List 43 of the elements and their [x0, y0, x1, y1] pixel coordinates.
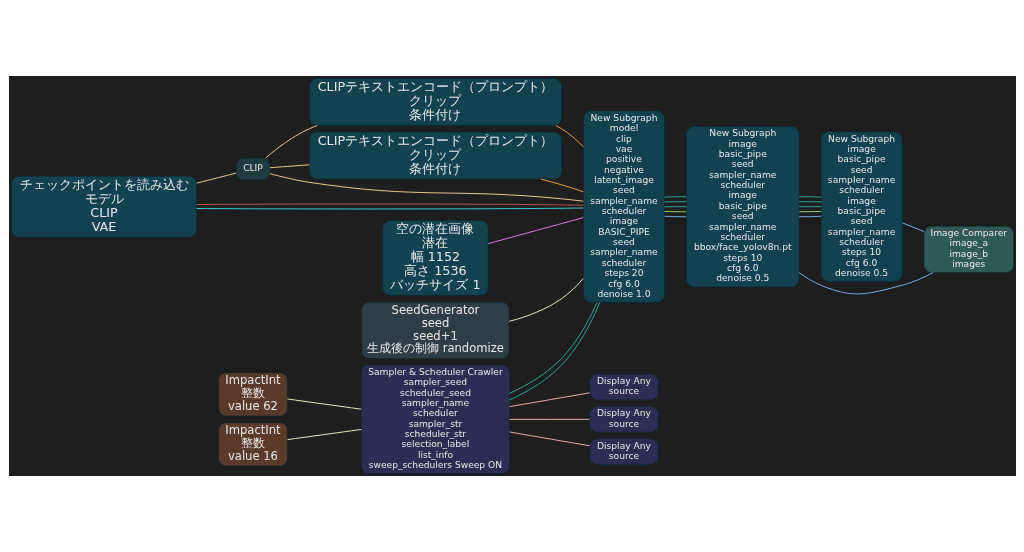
connector: [286, 428, 362, 441]
connector: [508, 392, 590, 408]
node-box: CLIP: [235, 157, 270, 181]
connector: [663, 201, 687, 203]
connector: [268, 164, 310, 169]
connector: [798, 211, 821, 213]
node-box: SeedGenerator seed seed+1 生成後の制御 randomize: [360, 302, 509, 359]
connector: [487, 217, 584, 245]
node-box: Sampler & Scheduler Crawler sampler_seed scheduler_seed sampler_name scheduler sampler_str scheduler_str selection_label list_info sweep_schedulers Sweep ON: [360, 364, 510, 474]
node-box: Display Any source: [589, 373, 658, 401]
connector: [539, 178, 584, 193]
connector: [286, 398, 362, 410]
connector: [798, 201, 821, 203]
connector: [901, 222, 924, 233]
node-box: New Subgraph image basic_pipe seed sampler_name scheduler image basic_pipe seed sampler_name scheduler steps 10 cfg 6.0 denoise 0.5: [820, 131, 902, 282]
node-box: Display Any source: [589, 406, 658, 433]
node-box: New Subgraph image basic_pipe seed sampler_name scheduler image basic_pipe seed sampler_name scheduler bbox/face_yolov8n.pt steps 10 cfg 6.0 denoise 0.5: [685, 126, 799, 288]
connector: [508, 431, 590, 447]
node-box: ImpactInt 整数 value 62: [217, 372, 288, 417]
node-box: チェックポイントを読み込む モデル CLIP VAE: [10, 175, 197, 238]
node-box: Image Comparer image_a image_b images: [923, 225, 1014, 273]
connector: [798, 196, 821, 198]
node-box: 空の潜在画像 潜在 幅 1152 高さ 1536 バッチサイズ 1: [381, 220, 488, 296]
connector: [508, 277, 584, 322]
connector: [555, 125, 584, 148]
node-box: CLIPテキストエンコード（プロンプト） クリップ 条件付け: [308, 131, 562, 180]
connector: [663, 215, 687, 218]
connector: [268, 173, 584, 202]
node-box: New Subgraph model clip vae positive negative latent_image seed sampler_name scheduler image BASIC_PIPE seed sampler_name scheduler steps 20 cfg 6.0 denoise 1.0: [582, 110, 665, 303]
connector: [798, 272, 934, 295]
connector: [663, 206, 687, 208]
connector: [195, 203, 584, 206]
connector: [663, 196, 687, 198]
connector: [195, 207, 584, 210]
connector: [264, 124, 318, 159]
node-box: Display Any source: [589, 438, 658, 465]
connector: [663, 211, 687, 213]
connector: [798, 215, 821, 218]
connector: [195, 172, 236, 184]
connector: [508, 418, 590, 420]
node-box: CLIPテキストエンコード（プロンプト） クリップ 条件付け: [308, 78, 562, 126]
node-box: ImpactInt 整数 value 16: [217, 422, 288, 467]
connector: [798, 206, 821, 208]
